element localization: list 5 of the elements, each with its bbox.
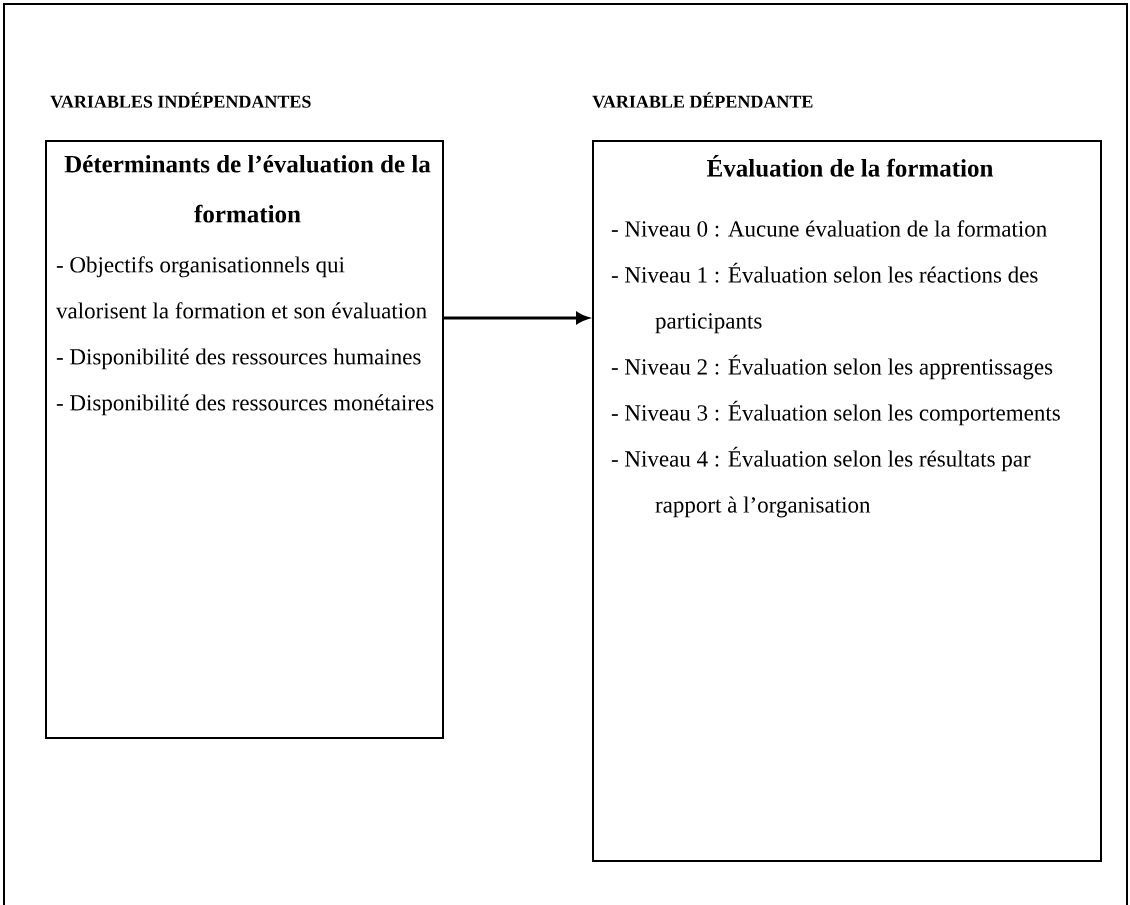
column-heading: VARIABLES INDÉPENDANTES	[50, 92, 311, 108]
text-box: Déterminants de l’évaluation de la formation - Objectifs organisationnels qui valorisent la formation et son évaluation - Disponibilité des ressources humaines - Disponibilité des ressources monétaires	[45, 140, 444, 739]
text-box: Évaluation de la formation - Niveau 0 : Aucune évaluation de la formation - Niveau 1 : Évaluation selon les réactions des participants - Niveau 2 : Évaluation selon les apprentissages - Niveau 3 : Évaluation selon les comportements - Niveau 4 : Évaluation selon les résultats par rapport à l’organisation	[592, 140, 1102, 862]
column-heading: VARIABLE DÉPENDANTE	[592, 92, 813, 108]
arrow	[444, 312, 589, 324]
